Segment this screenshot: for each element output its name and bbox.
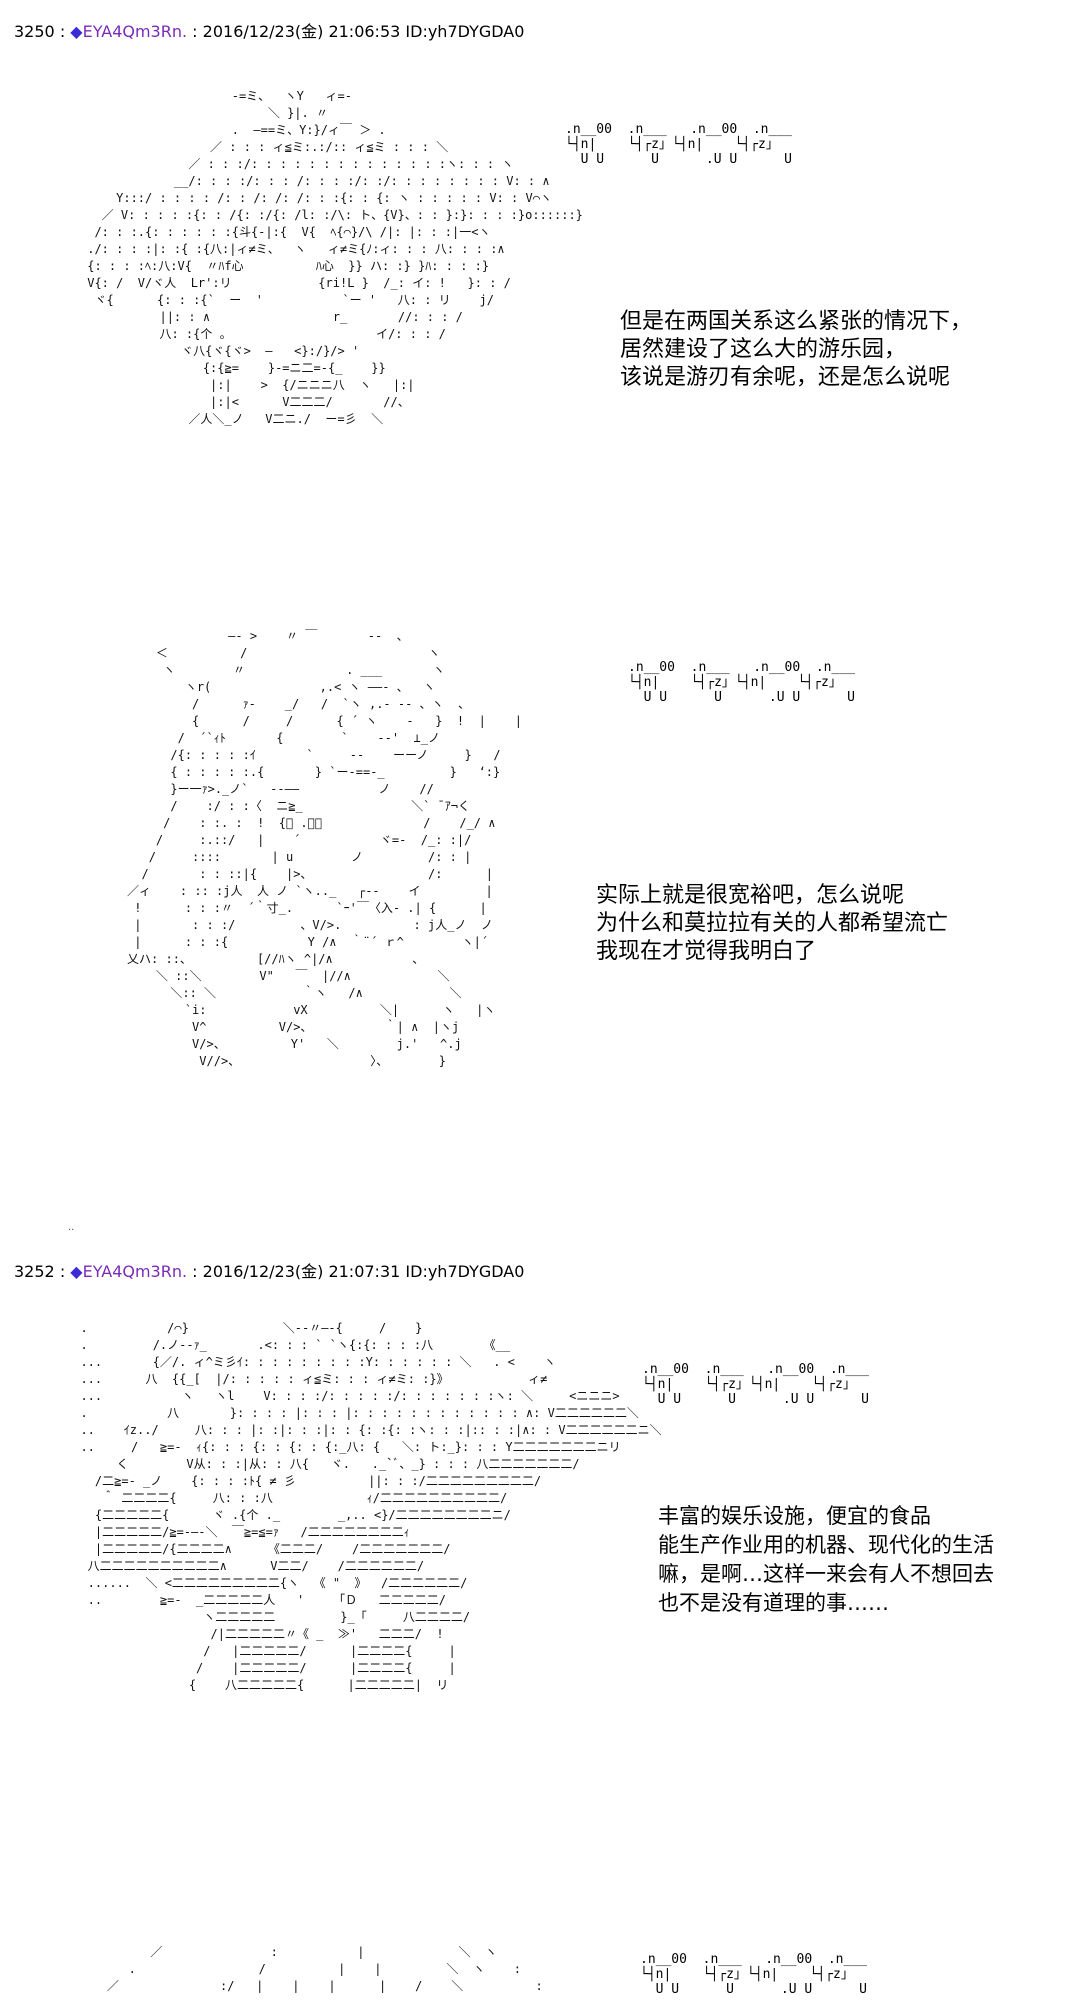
ascii-art-character-3: . /⌒} ＼‐‐〃―‐{ / } . /.ノ‐‐ｧ_ .<: : : ` `ヽ… — [80, 1321, 662, 1692]
dialog-line: 嘛，是啊…这样一来会有人不想回去 — [658, 1562, 994, 1586]
dialog-line: 也不是没有道理的事…… — [658, 1591, 889, 1615]
post-number: 3252 — [14, 1262, 55, 1281]
ascii-art-character-1: -=ミ、 ヽY ィ=- ＼ }|. 〃 . ―==ミ、Y:}/ィ￣ ＞ . ／ … — [87, 89, 583, 426]
dialog-block-2: 实际上就是很宽裕吧，怎么说呢 为什么和莫拉拉有关的人都希望流亡 我现在才觉得我明… — [596, 882, 948, 966]
trip-diamond-icon: ◆ — [70, 1262, 83, 1281]
dialog-line: 能生产作业用的机器、现代化的生活 — [658, 1533, 994, 1557]
trip-code[interactable]: EYA4Qm3Rn. — [82, 22, 188, 41]
trip-code[interactable]: EYA4Qm3Rn. — [82, 1262, 188, 1281]
post-number: 3250 — [14, 22, 55, 41]
post-date: 2016/12/23(金) 21:06:53 — [202, 22, 401, 41]
dialog-block-3: 丰富的娱乐设施，便宜的食品 能生产作业用的机器、现代化的生活 嘛，是啊…这样一来… — [658, 1502, 994, 1618]
ascii-art-character-2: ―‐ > 〃 ￣ ‐‐ 、 ＜ / ヽ ヽ 〃 . ___ ヽ ヽr( ,.< … — [127, 629, 522, 1068]
post-id: ID:yh7DYGDA0 — [405, 22, 525, 41]
post-header: 3252 : ◆EYA4Qm3Rn. : 2016/12/23(金) 21:07… — [14, 1262, 525, 1281]
dialog-block-1: 但是在两国关系这么紧张的情况下， 居然建设了这么大的游乐园， 该说是游刃有余呢，… — [620, 308, 972, 392]
post-date: 2016/12/23(金) 21:07:31 — [202, 1262, 401, 1281]
dialog-line: 我现在才觉得我明白了 — [596, 939, 817, 964]
sfx-text-1: .n__00 .n___ .n__00 .n___ └┤n| └┤┌z」└┤n|… — [565, 122, 792, 167]
dialog-line: 丰富的娱乐设施，便宜的食品 — [658, 1504, 931, 1528]
separator-dots: .. — [68, 1222, 75, 1233]
dialog-line: 为什么和莫拉拉有关的人都希望流亡 — [596, 911, 949, 936]
dialog-line: 居然建设了这么大的游乐园， — [620, 337, 907, 362]
dialog-line: 实际上就是很宽裕吧，怎么说呢 — [596, 883, 905, 908]
dialog-line: 该说是游刃有余呢，还是怎么说呢 — [620, 365, 951, 390]
ascii-art-character-4: ／ : | ＼ ヽ . / | | ＼ ヽ : ／ :/ | | | | / ＼… — [106, 1945, 543, 1993]
sfx-text-2: .n__00 .n___ .n__00 .n___ └┤n| └┤┌z」└┤n|… — [628, 660, 855, 705]
sfx-text-3: .n__00 .n___ .n__00 .n___ └┤n| └┤┌z」└┤n|… — [642, 1362, 869, 1407]
sfx-text-4: .n__00 .n___ .n__00 .n___ └┤n| └┤┌z」└┤n|… — [640, 1952, 867, 1997]
post-id: ID:yh7DYGDA0 — [405, 1262, 525, 1281]
trip-diamond-icon: ◆ — [70, 22, 83, 41]
dialog-line: 但是在两国关系这么紧张的情况下， — [620, 309, 973, 334]
post-header: 3250 : ◆EYA4Qm3Rn. : 2016/12/23(金) 21:06… — [14, 22, 525, 41]
